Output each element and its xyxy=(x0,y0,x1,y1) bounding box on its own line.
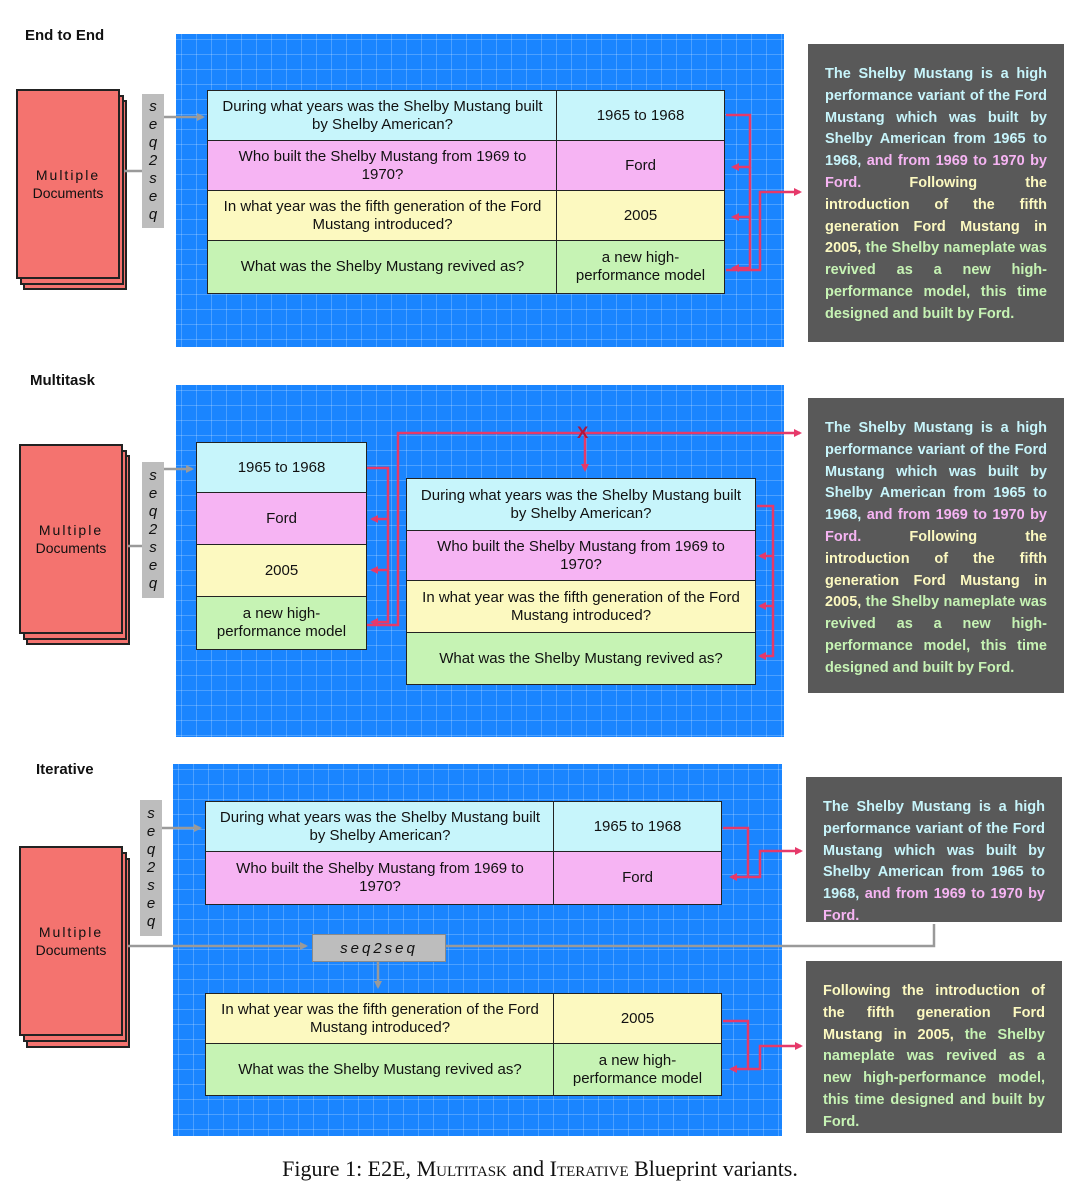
summary-segment: The Shelby Mustang is a high performance… xyxy=(823,799,1045,903)
answer-cell: Ford xyxy=(553,851,722,905)
question-cell: What was the Shelby Mustang revived as? xyxy=(406,632,756,685)
caption-suffix: Blueprint variants. xyxy=(628,1156,798,1181)
summary-iterative-top: The Shelby Mustang is a high performance… xyxy=(806,777,1062,924)
answer-cell: 1965 to 1968 xyxy=(553,801,722,853)
summary-segment: The Shelby Mustang is a high performance… xyxy=(825,420,1047,524)
document-front: Multiple Documents xyxy=(19,444,123,634)
panel-e2e: During what years was the Shelby Mustang… xyxy=(176,34,784,347)
section-title-multitask: Multitask xyxy=(30,372,96,389)
summary-segment: and from 1969 to 1970 by Ford. xyxy=(825,153,1047,191)
caption-multitask: Multitask xyxy=(416,1156,507,1181)
gray-connectors-e2e xyxy=(124,113,205,173)
caption-and: and xyxy=(506,1156,550,1181)
documents-label-line2: Documents xyxy=(32,185,104,201)
cross-mark: X xyxy=(577,423,589,442)
question-cell: Who built the Shelby Mustang from 1969 t… xyxy=(406,530,756,582)
answer-cell: Ford xyxy=(556,140,725,192)
summary-iterative-bottom: Following the introduction of the fifth … xyxy=(806,961,1062,1133)
answer-cell: 2005 xyxy=(556,190,725,242)
summary-segment: the Shelby nameplate was revived as a ne… xyxy=(825,594,1047,676)
section-title-iterative: Iterative xyxy=(36,761,94,778)
summary-segment: the Shelby nameplate was revived as a ne… xyxy=(825,240,1047,322)
summary-segment: and from 1969 to 1970 by Ford. xyxy=(823,886,1045,924)
seq2seq-label-e2e: seq2seq xyxy=(142,94,164,228)
question-cell: In what year was the fifth generation of… xyxy=(205,993,555,1045)
document-front: Multiple Documents xyxy=(16,89,120,279)
document-front: Multiple Documents xyxy=(19,846,123,1036)
documents-label-line1: Multiple xyxy=(38,522,104,538)
summary-segment: Following the introduction of the fifth … xyxy=(825,174,1047,257)
panel-multitask: 1965 to 1968 Ford 2005 a new high-perfor… xyxy=(176,385,784,737)
summary-multitask: The Shelby Mustang is a high performance… xyxy=(808,398,1064,693)
summary-segment: the Shelby nameplate was revived as a ne… xyxy=(823,1026,1045,1130)
summary-segment: The Shelby Mustang is a high performance… xyxy=(825,66,1047,170)
question-cell: What was the Shelby Mustang revived as? xyxy=(205,1043,555,1096)
summary-segment: and from 1969 to 1970 by Ford. xyxy=(825,507,1047,545)
caption-iterative: Iterative xyxy=(549,1156,629,1181)
question-cell: During what years was the Shelby Mustang… xyxy=(207,90,558,142)
documents-label-line1: Multiple xyxy=(38,924,104,940)
question-cell: During what years was the Shelby Mustang… xyxy=(406,478,756,532)
question-cell: Who built the Shelby Mustang from 1969 t… xyxy=(205,851,555,905)
summary-segment: Following the introduction of the fifth … xyxy=(823,983,1045,1043)
question-cell: In what year was the fifth generation of… xyxy=(207,190,558,242)
figure-caption: Figure 1: E2E, Multitask and Iterative B… xyxy=(0,1156,1080,1182)
answer-cell: 2005 xyxy=(553,993,722,1045)
documents-label-line1: Multiple xyxy=(35,167,101,183)
answer-cell: a new high-performance model xyxy=(196,596,367,650)
answer-cell: a new high-performance model xyxy=(556,240,725,294)
pink-connectors-iterative xyxy=(723,826,803,1073)
pink-connectors-multitask xyxy=(367,429,802,660)
panel-iterative: During what years was the Shelby Mustang… xyxy=(173,764,782,1136)
seq2seq-label-iterative-mid: seq2seq xyxy=(312,934,446,962)
caption-prefix: Figure 1: E2E, xyxy=(282,1156,417,1181)
documents-label-line2: Documents xyxy=(35,942,107,958)
answer-cell: a new high-performance model xyxy=(553,1043,722,1096)
answer-cell: 1965 to 1968 xyxy=(196,442,367,494)
gray-connectors-iterative xyxy=(128,824,936,989)
summary-segment: Following the introduction of the fifth … xyxy=(825,528,1047,611)
documents-label-line2: Documents xyxy=(35,540,107,556)
section-title-e2e: End to End xyxy=(25,27,105,44)
summary-e2e: The Shelby Mustang is a high performance… xyxy=(808,44,1064,342)
gray-connectors-multitask xyxy=(128,465,194,548)
question-cell: What was the Shelby Mustang revived as? xyxy=(207,240,558,294)
seq2seq-label-iterative: seq2seq xyxy=(140,800,162,936)
pink-connectors-e2e xyxy=(726,113,802,272)
seq2seq-label-multitask: seq2seq xyxy=(142,462,164,598)
